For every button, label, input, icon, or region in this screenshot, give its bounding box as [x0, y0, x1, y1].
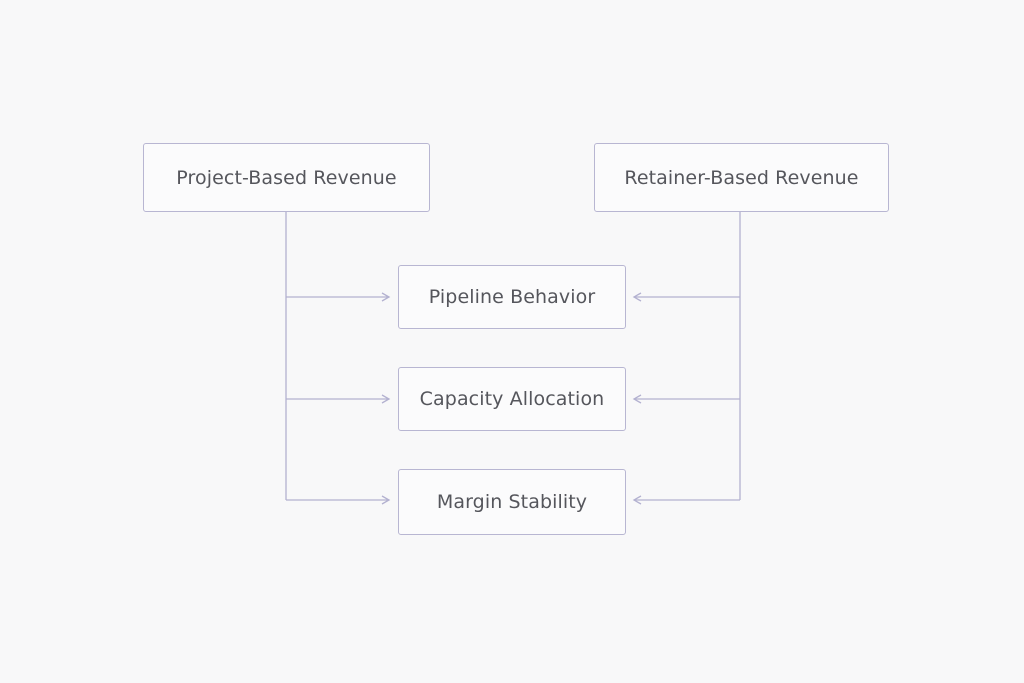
node-label: Pipeline Behavior: [428, 286, 596, 308]
node-label: Margin Stability: [436, 491, 588, 513]
node-label: Project-Based Revenue: [176, 166, 397, 189]
outcome-node-capacity-allocation: Capacity Allocation: [398, 367, 626, 431]
outcome-node-pipeline-behavior: Pipeline Behavior: [398, 265, 626, 329]
node-label: Retainer-Based Revenue: [624, 166, 859, 189]
outcome-node-margin-stability: Margin Stability: [398, 469, 626, 535]
source-node-project-based-revenue: Project-Based Revenue: [143, 143, 430, 212]
node-label: Capacity Allocation: [419, 388, 605, 410]
source-node-retainer-based-revenue: Retainer-Based Revenue: [594, 143, 889, 212]
